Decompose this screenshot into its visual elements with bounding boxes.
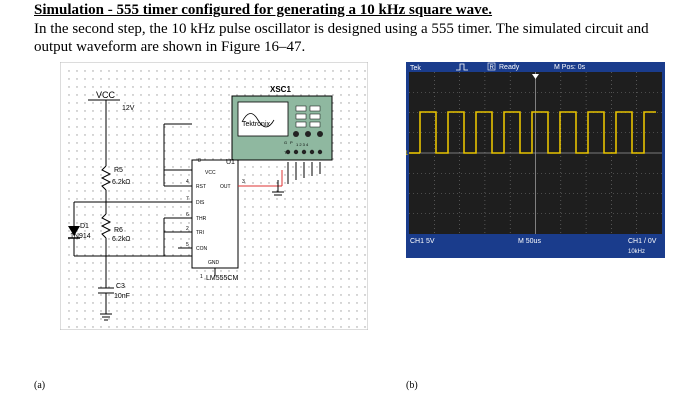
status-marker: R (490, 65, 495, 71)
channel-marker: 1 (406, 151, 409, 157)
pin-dis-label: DIS (196, 200, 205, 206)
position-readout: M Pos: 0s (554, 64, 586, 71)
pin-out-label: OUT (220, 184, 231, 190)
body-paragraph: In the second step, the 10 kHz pulse osc… (34, 21, 649, 55)
square-wave-trace (419, 111, 656, 154)
scope-g-label: G (284, 140, 287, 145)
pin-con-label: CON (196, 246, 208, 252)
r6-value: 6.2kΩ (112, 236, 130, 243)
frequency-readout: 10kHz (628, 249, 645, 255)
pin-6-number: 6 (186, 212, 189, 218)
trigger-shape-icon (456, 63, 468, 71)
c3-label: C3 (116, 283, 125, 290)
u1-label: U1 (226, 159, 235, 166)
c3-value: 10nF (114, 293, 130, 300)
pin-thr-label: THR (196, 216, 207, 222)
d1-part: 1N914 (70, 233, 91, 240)
vcc-label: VCC (96, 90, 116, 100)
pin-7-number: 7 (186, 196, 189, 202)
section-heading: Simulation - 555 timer configured for ge… (34, 2, 493, 18)
pin-vcc-label: VCC (205, 170, 216, 176)
status-label: Ready (499, 64, 520, 71)
circuit-schematic: VCC 12V R5 6.2kΩ D1 1N914 R6 6.2kΩ C3 10… (60, 62, 368, 330)
pin-8-number: 8 (198, 158, 201, 164)
pin-5-number: 5 (186, 242, 189, 248)
pin-2-number: 2 (186, 226, 189, 232)
vcc-value: 12V (122, 105, 135, 112)
ch1-scale-readout: CH1 5V (410, 238, 435, 245)
scope-p-label: P (290, 140, 293, 145)
scope-t-label: T (284, 150, 287, 155)
figure-label-a: (a) (34, 380, 46, 391)
pin-3-number: 3 (242, 179, 245, 185)
trigger-readout: CH1 / 0V (628, 238, 657, 245)
timebase-readout: M 50us (518, 238, 541, 245)
r5-value: 6.2kΩ (112, 179, 130, 186)
r5-label: R5 (114, 167, 123, 174)
scope-brand: Tektronix (242, 121, 271, 128)
d1-label: D1 (80, 223, 89, 230)
pin-4-number: 4 (186, 179, 189, 185)
oscilloscope-display: Tek R Ready M Pos: 0s 1 CH1 5V M 50us CH… (406, 62, 665, 258)
pin-rst-label: RST (196, 184, 206, 190)
scope-brand-label: Tek (410, 65, 421, 72)
pin-1-number: 1 (200, 274, 203, 280)
pin-tri-label: TRI (196, 230, 204, 236)
scope-channel-numbers: 1 2 3 4 (296, 142, 309, 147)
figure-label-b: (b) (406, 380, 418, 391)
r6-label: R6 (114, 227, 123, 234)
pin-gnd-label: GND (208, 260, 220, 266)
scope-name: XSC1 (270, 85, 291, 94)
ic-part-label: LM555CM (206, 275, 238, 282)
